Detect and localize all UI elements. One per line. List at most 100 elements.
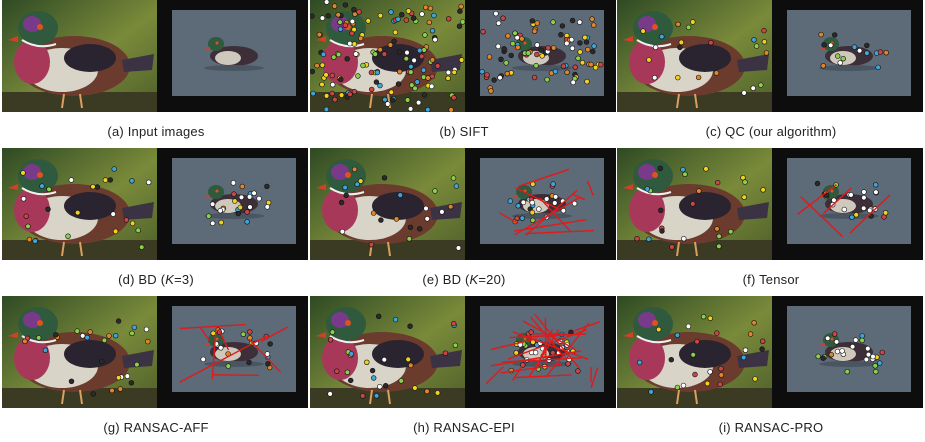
sift-keypoint <box>502 46 507 51</box>
sift-keypoint <box>578 50 583 55</box>
feature-point <box>80 333 85 338</box>
left-image <box>310 296 465 408</box>
feature-point <box>865 51 870 56</box>
duck-back <box>64 44 116 72</box>
sift-keypoint <box>378 83 383 88</box>
feature-point <box>852 45 857 50</box>
feature-point <box>701 314 706 319</box>
feature-point <box>646 237 651 242</box>
sift-keypoint <box>583 35 588 40</box>
sift-keypoint <box>425 107 430 112</box>
matched-point <box>210 202 215 207</box>
matched-point <box>842 207 847 212</box>
feature-point <box>364 360 369 365</box>
feature-point <box>377 384 382 389</box>
duck-head-patch <box>638 16 656 32</box>
feature-point <box>705 381 710 386</box>
sift-keypoint <box>333 97 338 102</box>
duck-head-patch <box>23 164 41 180</box>
feature-point <box>124 218 129 223</box>
feature-point <box>877 361 882 366</box>
feature-point <box>443 351 448 356</box>
feature-point <box>75 329 80 334</box>
feature-point <box>21 196 26 201</box>
sift-keypoint <box>353 52 358 57</box>
sift-keypoint <box>446 70 451 75</box>
feature-point <box>236 211 241 216</box>
reflection <box>204 213 264 219</box>
sift-keypoint <box>551 46 556 51</box>
feature-point <box>880 350 885 355</box>
sift-keypoint <box>429 84 434 89</box>
feature-point <box>408 363 413 368</box>
sift-keypoint <box>494 11 499 16</box>
duck-head-patch <box>23 312 41 328</box>
sift-keypoint <box>509 53 514 58</box>
sift-keypoint <box>534 63 539 68</box>
sift-keypoint <box>480 69 485 74</box>
feature-point <box>652 75 657 80</box>
sift-keypoint <box>432 13 437 18</box>
panel-f-image <box>617 148 923 260</box>
feature-point <box>649 390 654 395</box>
sift-keypoint <box>338 27 343 32</box>
sift-keypoint <box>385 102 390 107</box>
feature-point <box>102 338 107 343</box>
feature-point <box>125 374 130 379</box>
feature-point <box>715 226 720 231</box>
feature-point <box>679 40 684 45</box>
feature-point <box>454 184 459 189</box>
feature-point <box>91 392 96 397</box>
feature-point <box>451 176 456 181</box>
feature-point <box>819 32 824 37</box>
feature-point <box>681 236 686 241</box>
feature-point <box>144 327 149 332</box>
sift-keypoint <box>515 35 520 40</box>
feature-point <box>653 45 658 50</box>
sift-keypoint <box>356 74 361 79</box>
sift-keypoint <box>433 37 438 42</box>
feature-point <box>821 356 826 361</box>
matched-point <box>850 344 855 349</box>
feature-point <box>714 331 719 336</box>
feature-point <box>433 189 438 194</box>
feature-point <box>245 219 250 224</box>
feature-point <box>129 380 134 385</box>
feature-point <box>328 337 333 342</box>
feature-point <box>834 339 839 344</box>
panel-h-caption: (h) RANSAC-EPI <box>310 420 618 435</box>
sift-keypoint <box>551 20 556 25</box>
feature-point <box>860 334 865 339</box>
sift-keypoint <box>321 52 326 57</box>
sift-keypoint <box>485 73 490 78</box>
matched-point <box>533 350 538 355</box>
duck-back <box>679 340 731 368</box>
panel-e-caption-prefix: (e) BD ( <box>422 272 469 287</box>
feature-point <box>675 75 680 80</box>
feature-point <box>339 200 344 205</box>
sift-keypoint <box>324 73 329 78</box>
sift-keypoint <box>559 32 564 37</box>
sift-keypoint <box>404 56 409 61</box>
duck-eye <box>37 320 43 326</box>
sift-keypoint <box>423 33 428 38</box>
feature-point <box>219 220 224 225</box>
feature-point <box>85 335 90 340</box>
feature-point <box>754 44 759 49</box>
feature-point <box>75 210 80 215</box>
feature-point <box>829 352 834 357</box>
feature-point <box>752 320 757 325</box>
panel-c-image <box>617 0 923 112</box>
sift-keypoint <box>358 36 363 41</box>
sift-keypoint <box>590 49 595 54</box>
sift-keypoint <box>427 20 432 25</box>
sift-keypoint <box>396 82 401 87</box>
sift-keypoint <box>338 77 343 82</box>
feature-point <box>247 330 252 335</box>
sift-keypoint <box>310 14 314 19</box>
feature-point <box>23 339 28 344</box>
sift-keypoint <box>405 98 410 103</box>
sift-keypoint <box>591 23 596 28</box>
sift-keypoint <box>585 79 590 84</box>
feature-point <box>349 352 354 357</box>
